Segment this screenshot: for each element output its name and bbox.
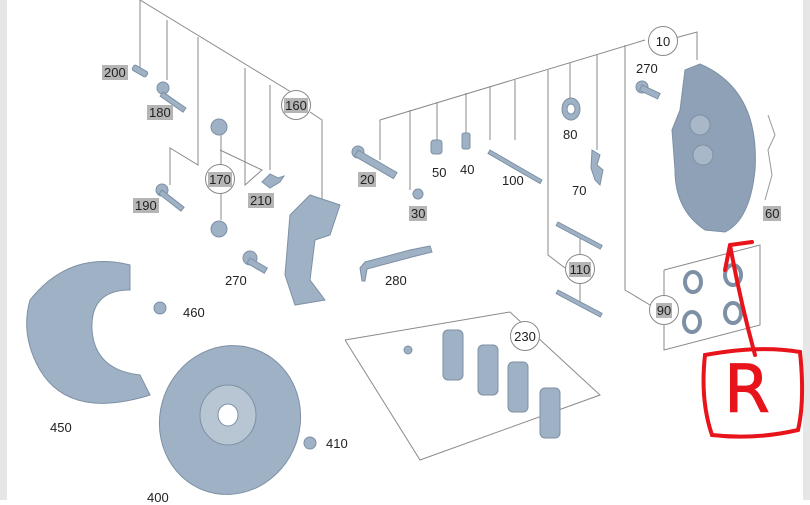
carrier-bracket-icon: [284, 194, 341, 306]
callout-170[interactable]: 170: [205, 164, 235, 194]
bolt-270-left-icon: [242, 250, 269, 274]
right-border: [803, 0, 810, 500]
callout-110[interactable]: 110: [565, 254, 595, 284]
dust-shield-450-icon: [26, 261, 151, 404]
bolt-190-icon: [155, 183, 185, 212]
screw-230-icon: [403, 345, 413, 355]
callout-460[interactable]: 460: [183, 305, 205, 320]
pin-110a-icon: [555, 221, 603, 250]
callout-10[interactable]: 10: [648, 26, 678, 56]
brake-caliper-10-icon: [671, 63, 756, 233]
brake-pad-c-icon: [507, 361, 529, 413]
brake-pad-d-icon: [539, 387, 561, 439]
callout-90[interactable]: 90: [649, 295, 679, 325]
callout-270-right[interactable]: 270: [636, 61, 658, 76]
wear-sensor-280-icon: [359, 245, 433, 282]
callout-230-label: 230: [514, 328, 536, 344]
callout-80[interactable]: 80: [563, 127, 578, 142]
brake-pad-b-icon: [477, 344, 499, 396]
bolt-180-icon: [156, 81, 187, 113]
callout-160-label: 160: [284, 97, 308, 113]
callout-10-label: 10: [655, 33, 671, 49]
red-annotation-drawing: [701, 240, 805, 439]
callout-190[interactable]: 190: [133, 198, 159, 213]
callout-270-left[interactable]: 270: [225, 273, 247, 288]
callout-170-label: 170: [208, 171, 232, 187]
callout-400[interactable]: 400: [147, 490, 169, 505]
callout-100[interactable]: 100: [502, 173, 524, 188]
red-box-icon: [701, 347, 805, 439]
callout-450[interactable]: 450: [50, 420, 72, 435]
callout-70[interactable]: 70: [572, 183, 587, 198]
bushing-170b-icon: [210, 220, 228, 238]
cap-30-icon: [412, 188, 424, 200]
callout-160[interactable]: 160: [281, 90, 311, 120]
left-border: [0, 0, 7, 500]
bolt-200-icon: [131, 64, 149, 78]
cap-50-icon: [430, 139, 443, 155]
callout-20[interactable]: 20: [358, 172, 377, 187]
bushing-170a-icon: [210, 118, 228, 136]
spring-clip-60-icon: [764, 114, 776, 201]
callout-410[interactable]: 410: [326, 436, 348, 451]
callout-40[interactable]: 40: [460, 162, 475, 177]
clip-210-icon: [261, 173, 286, 189]
brake-pad-a-icon: [442, 329, 464, 381]
spring-70-icon: [590, 149, 604, 187]
piston-seals-90-icon: [682, 263, 743, 334]
handwritten-r-annotation: R: [724, 351, 771, 428]
screw-410-icon: [303, 436, 317, 450]
callout-90-label: 90: [655, 302, 673, 318]
bolt-270-right-icon: [635, 80, 661, 100]
callout-280[interactable]: 280: [385, 273, 407, 288]
screw-460-icon: [153, 301, 167, 315]
callout-210[interactable]: 210: [248, 193, 274, 208]
part-shapes: [26, 63, 776, 495]
bleeder-40-icon: [461, 132, 471, 150]
callout-200[interactable]: 200: [102, 65, 128, 80]
pin-100-icon: [487, 149, 543, 185]
red-arrow-icon: [723, 240, 757, 357]
callout-180[interactable]: 180: [147, 105, 173, 120]
callout-230[interactable]: 230: [510, 321, 540, 351]
pin-110b-icon: [555, 289, 603, 318]
guide-pin-20-icon: [351, 145, 398, 180]
callout-110-label: 110: [568, 261, 592, 277]
callout-50[interactable]: 50: [432, 165, 447, 180]
callout-30[interactable]: 30: [409, 206, 428, 221]
callout-60[interactable]: 60: [763, 206, 782, 221]
